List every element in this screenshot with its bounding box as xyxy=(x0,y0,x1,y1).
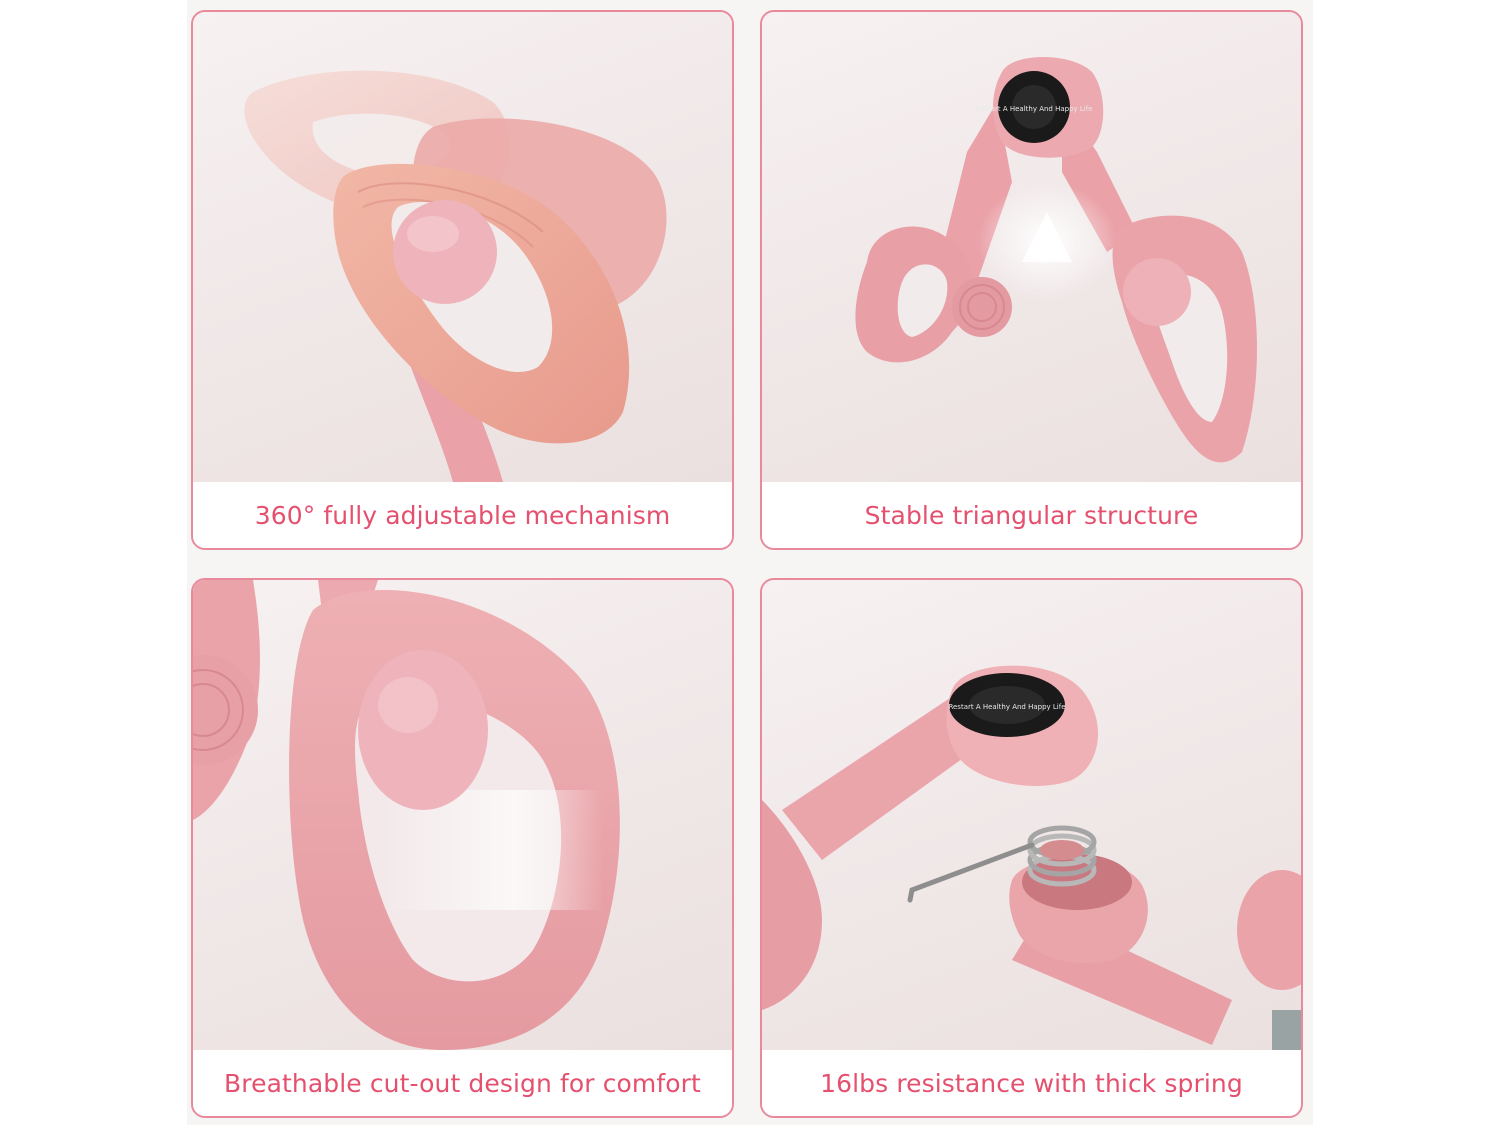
badge-text-top: Restart A Healthy And Happy Life xyxy=(975,105,1092,113)
feature-card-triangular: Restart A Healthy And Happy Life Stable … xyxy=(760,10,1303,550)
product-image-triangular: Restart A Healthy And Happy Life xyxy=(762,12,1301,482)
product-image-spring: Restart A Healthy And Happy Life xyxy=(762,580,1301,1050)
feature-card-breathable: Breathable cut-out design for comfort xyxy=(191,578,734,1118)
caption-adjustable: 360° fully adjustable mechanism xyxy=(193,482,732,548)
feature-card-adjustable: 360° fully adjustable mechanism xyxy=(191,10,734,550)
product-image-breathable xyxy=(193,580,732,1050)
product-image-adjustable xyxy=(193,12,732,482)
feature-card-spring: Restart A Healthy And Happy Life 16lbs r… xyxy=(760,578,1303,1118)
caption-spring: 16lbs resistance with thick spring xyxy=(762,1050,1301,1116)
badge-text-spring: Restart A Healthy And Happy Life xyxy=(948,703,1065,711)
caption-breathable: Breathable cut-out design for comfort xyxy=(193,1050,732,1116)
caption-triangular: Stable triangular structure xyxy=(762,482,1301,548)
